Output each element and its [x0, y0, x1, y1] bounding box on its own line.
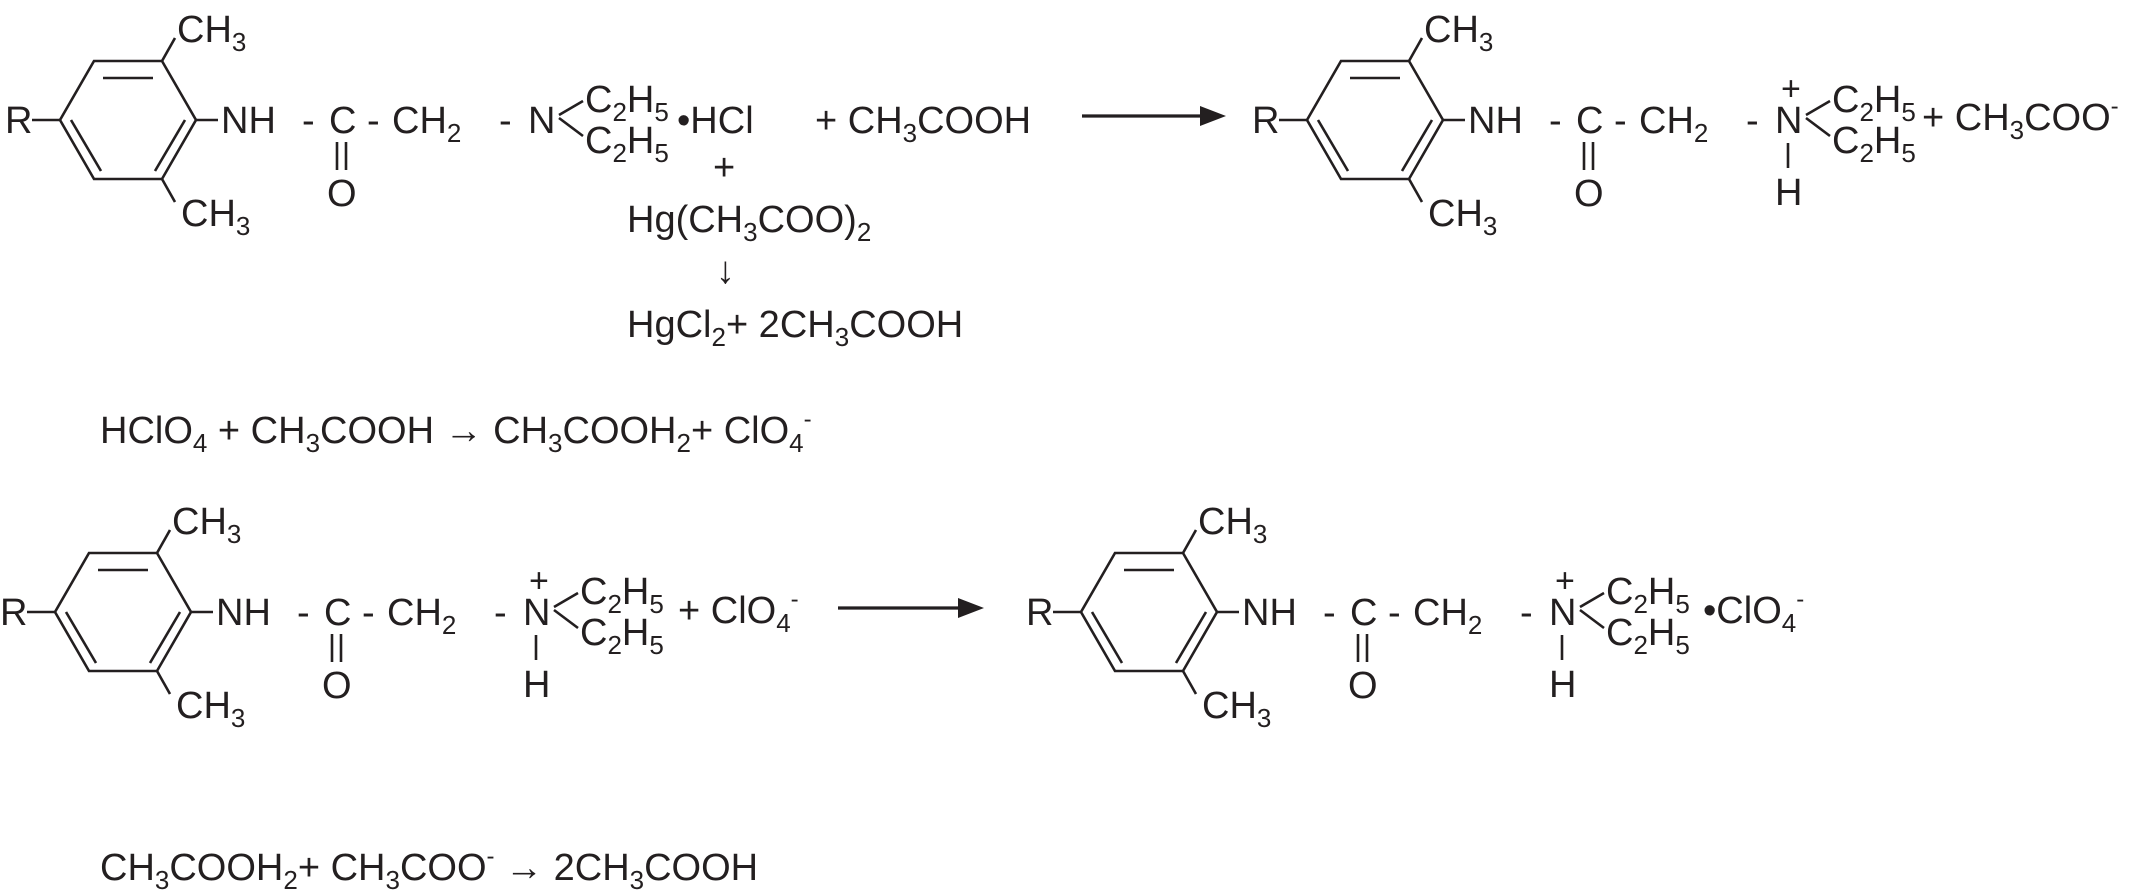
n-ethyl-bond-2: [558, 116, 584, 138]
methyl-top: CH3: [172, 501, 241, 549]
acetate-anion: + CH3COO-: [1922, 93, 2119, 145]
ethyl-group-2: C2H5: [1606, 612, 1690, 660]
methylene: CH2: [387, 592, 456, 640]
methylene: CH2: [392, 100, 461, 148]
reactant-hydrochloride: R CH3 CH3 NH - C O - CH2 - N C2H5 C2H5: [5, 9, 669, 241]
dash-2: -: [367, 100, 380, 142]
amine-nitrogen: N: [528, 100, 555, 142]
methyl-bottom: CH3: [1202, 685, 1271, 733]
amine-nitrogen: N: [1549, 592, 1576, 634]
n-ethyl-bond-1: [1805, 99, 1831, 117]
amide-nh: NH: [1468, 100, 1523, 142]
methyl-bottom: CH3: [1428, 193, 1497, 241]
methyl-bottom: CH3: [176, 685, 245, 733]
ethyl-group-2: C2H5: [585, 120, 669, 168]
carbonyl-oxygen: O: [1348, 665, 1378, 707]
product-protonated-acetate: R CH3 CH3 NH - C O - CH2 - N C2H5 C2H5 +…: [1252, 9, 1916, 241]
carbonyl-carbon: C: [1576, 100, 1603, 142]
amide-nh: NH: [216, 592, 271, 634]
dash-3: -: [499, 100, 512, 142]
amine-nitrogen: N: [1775, 100, 1802, 142]
product-perchlorate-salt: R CH3 CH3 NH - C O - CH2 - N C2H5 C2H5 +…: [1026, 501, 1690, 733]
r-group: R: [5, 100, 32, 142]
protonation: + H: [1549, 562, 1576, 706]
carbonyl-oxygen: O: [1574, 173, 1604, 215]
r-group: R: [1252, 100, 1279, 142]
reaction-arrow-2-head: [958, 598, 984, 618]
plus-sign: +: [713, 147, 735, 189]
dash-3: -: [1520, 592, 1533, 634]
positive-charge: +: [1555, 562, 1575, 600]
perchlorate-salt-anion: •ClO4-: [1703, 586, 1804, 638]
methyl-top: CH3: [177, 9, 246, 57]
carbonyl-oxygen: O: [327, 173, 357, 215]
ethyl-group-1: C2H5: [1606, 571, 1690, 619]
protonation: + H: [1775, 70, 1802, 214]
n-hydrogen: H: [1775, 172, 1802, 214]
dash-3: -: [1746, 100, 1759, 142]
n-hydrogen: H: [1549, 664, 1576, 706]
dash-1: -: [1323, 592, 1336, 634]
amide-nh: NH: [221, 100, 276, 142]
n-ethyl-bond-2: [1579, 608, 1605, 630]
carbonyl-carbon: C: [1350, 592, 1377, 634]
methylene: CH2: [1413, 592, 1482, 640]
mercury-chloride-byproduct: HgCl2+ 2CH3COOH: [627, 304, 963, 352]
positive-charge: +: [1781, 70, 1801, 108]
methyl-top: CH3: [1198, 501, 1267, 549]
reaction-arrow-1-head: [1200, 106, 1226, 126]
n-hydrogen: H: [523, 664, 550, 706]
ethyl-group-1: C2H5: [1832, 79, 1916, 127]
n-ethyl-bond-1: [553, 591, 579, 609]
benzene-ring: [32, 37, 218, 203]
benzene-ring: [1053, 529, 1239, 695]
r-group: R: [0, 592, 27, 634]
methyl-bottom: CH3: [181, 193, 250, 241]
perchlorate-reagent: + ClO4-: [678, 586, 799, 638]
dash-1: -: [302, 100, 315, 142]
n-ethyl-bond-2: [553, 608, 579, 630]
mercury-acetate: Hg(CH3COO)2: [627, 199, 871, 247]
amine-nitrogen: N: [523, 592, 550, 634]
methylene: CH2: [1639, 100, 1708, 148]
positive-charge: +: [529, 562, 549, 600]
ethyl-group-1: C2H5: [585, 79, 669, 127]
reactant-protonated-base: R CH3 CH3 NH - C O - CH2 - N C2H5 C2H5 +…: [0, 501, 664, 733]
dash-2: -: [1388, 592, 1401, 634]
dash-1: -: [1549, 100, 1562, 142]
ethyl-group-2: C2H5: [580, 612, 664, 660]
neutralization-equation: CH3COOH2+ CH3COO- → 2CH3COOH: [100, 843, 758, 891]
amide-nh: NH: [1242, 592, 1297, 634]
dash-3: -: [494, 592, 507, 634]
carbonyl-oxygen: O: [322, 665, 352, 707]
ethyl-group-1: C2H5: [580, 571, 664, 619]
benzene-ring: [27, 529, 213, 695]
n-ethyl-bond-1: [558, 99, 584, 117]
hcl-salt: •HCl: [677, 100, 754, 142]
carbonyl-carbon: C: [329, 100, 356, 142]
methyl-top: CH3: [1424, 9, 1493, 57]
protonation: + H: [523, 562, 550, 706]
down-arrow: ↓: [716, 250, 735, 292]
carbonyl-carbon: C: [324, 592, 351, 634]
n-ethyl-bond-2: [1805, 116, 1831, 138]
dash-2: -: [362, 592, 375, 634]
perchloric-acid-equation: HClO4 + CH3COOH → CH3COOH2+ ClO4-: [100, 406, 812, 458]
dash-1: -: [297, 592, 310, 634]
n-ethyl-bond-1: [1579, 591, 1605, 609]
benzene-ring: [1279, 37, 1465, 203]
acetic-acid-reagent: + CH3COOH: [815, 100, 1031, 148]
ethyl-group-2: C2H5: [1832, 120, 1916, 168]
dash-2: -: [1614, 100, 1627, 142]
r-group: R: [1026, 592, 1053, 634]
